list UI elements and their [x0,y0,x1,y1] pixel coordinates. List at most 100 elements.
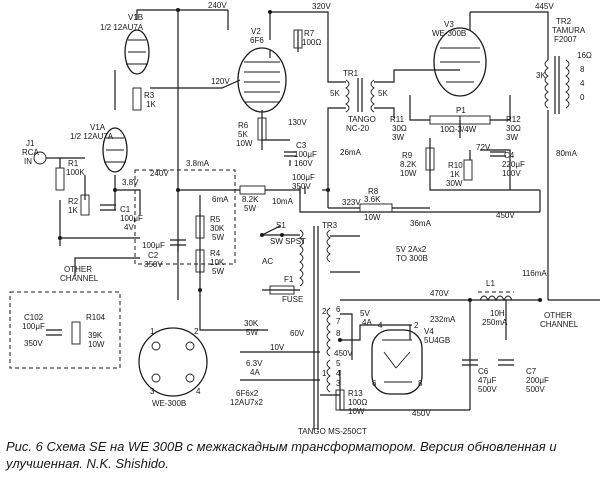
label-c6-name: C6 [478,367,489,376]
tube-v2 [237,47,287,113]
label-c1-name: C1 [120,205,131,214]
label-r4-val: 10K [210,258,225,267]
label-r8-w: 10W [364,213,381,222]
label-we300b-pin: WE-300B [152,399,186,408]
label-r104-name: R104 [86,313,106,322]
label-v450-c: 450V [412,409,431,418]
label-r82-w: 5W [244,204,256,213]
labels: V1B 1/2 12AU7A 240V 320V 445V V2 6F6 R7 … [22,1,592,436]
switch-s1 [260,225,284,237]
label-r4-w: 5W [212,267,224,276]
label-v4-p8: 8 [418,379,423,388]
label-r2-name: R2 [68,197,79,206]
label-v3-8: 3.8V [122,178,139,187]
label-c4-val: 220μF [502,160,525,169]
label-v4-p2: 2 [414,321,419,330]
label-c3-v: 160V [294,159,313,168]
label-v5-4a-v: 5V [360,309,370,318]
label-v445: 445V [535,2,554,11]
label-other-r1: OTHER [544,311,572,320]
label-r13-name: R13 [348,389,363,398]
label-v5-4a-a: 4A [362,318,372,327]
label-r9-w: 10W [400,169,417,178]
label-r9-name: R9 [402,151,413,160]
label-tr1-5k-r: 5K [378,89,388,98]
label-tr2-0: 0 [580,93,585,102]
label-r10-w: 30W [446,179,463,188]
label-t8: 8 [336,329,341,338]
label-t2: 2 [322,307,327,316]
label-v1b-name: V1B [128,13,143,22]
label-r11-val: 30Ω [392,124,407,133]
label-tr1-5k-l: 5K [330,89,340,98]
resistors [55,29,491,411]
label-pin1: 1 [150,327,155,336]
label-r12-w: 3W [506,133,518,142]
label-r6-name: R6 [238,121,249,130]
label-v323: 323V [342,198,361,207]
label-r8-val: 3.6K [364,195,381,204]
label-tr1-type: NC-20 [346,124,370,133]
transformer-tr3 [299,226,331,430]
label-r11-name: R11 [390,115,405,124]
label-v4-name: V4 [424,327,434,336]
rca-jack-j1 [33,151,60,165]
tube-v1a [102,127,128,173]
label-r82-val: 8.2K [242,195,259,204]
label-p1-name: P1 [456,106,466,115]
label-tr2-name: TR2 [556,17,572,26]
label-v450-a: 450V [496,211,515,220]
dashed-boxes [9,169,236,369]
label-c7-val: 200μF [526,376,549,385]
label-v5-2ax2: 5V 2Ax2 [396,245,427,254]
tube-v4 [371,329,423,395]
label-r6-w: 10W [236,139,253,148]
label-c6-v: 500V [478,385,497,394]
label-i26: 26mA [340,148,362,157]
label-i10: 10mA [272,197,294,206]
label-r30k-w: 5W [246,328,258,337]
label-v240-mid: 240V [150,169,169,178]
label-r5-val: 30K [210,224,225,233]
label-r1-name: R1 [68,159,79,168]
label-c7-v: 500V [526,385,545,394]
label-v1a-type: 1/2 12AU7A [70,132,114,141]
label-r3-name: R3 [144,91,155,100]
label-l1-name: L1 [486,279,495,288]
label-r5-w: 5W [212,233,224,242]
label-c4-name: C4 [504,151,515,160]
label-r13-w: 10W [348,407,365,416]
label-c102-v: 350V [24,339,43,348]
label-r8-name: R8 [368,187,379,196]
fuse-f1 [269,285,295,295]
label-c102-name: C102 [24,313,44,322]
tube-v3 [433,27,487,97]
label-f1-type: FUSE [282,295,303,304]
label-i6: 6mA [212,195,229,204]
label-v470: 470V [430,289,449,298]
label-pin4: 4 [196,387,201,396]
label-heater-l2: 12AU7x2 [230,398,263,407]
label-v4-type: 5U4GB [424,336,450,345]
label-v130: 130V [288,118,307,127]
label-f1-name: F1 [284,275,294,284]
label-r11-w: 3W [392,133,404,142]
label-r7-name: R7 [304,29,315,38]
tube-base-we300b [138,327,208,397]
capacitors [46,151,514,366]
label-c2-val: 100μF [142,241,165,250]
label-i116: 116mA [522,269,547,278]
label-tr2-type: F2007 [554,35,577,44]
label-ac: AC [262,257,273,266]
label-r13-val: 100Ω [348,398,367,407]
label-c2-name: C2 [148,251,159,260]
label-v3-type: WE-300B [432,29,466,38]
label-j1-type: RCA [22,148,40,157]
label-l1-i: 250mA [482,318,508,327]
transformer-tr1 [345,78,375,113]
label-r10-name: R10 [448,161,463,170]
label-c1-v: 4V [124,223,134,232]
choke-l1 [478,291,514,302]
label-to-300b: TO 300B [396,254,428,263]
label-r12-name: R12 [506,115,521,124]
